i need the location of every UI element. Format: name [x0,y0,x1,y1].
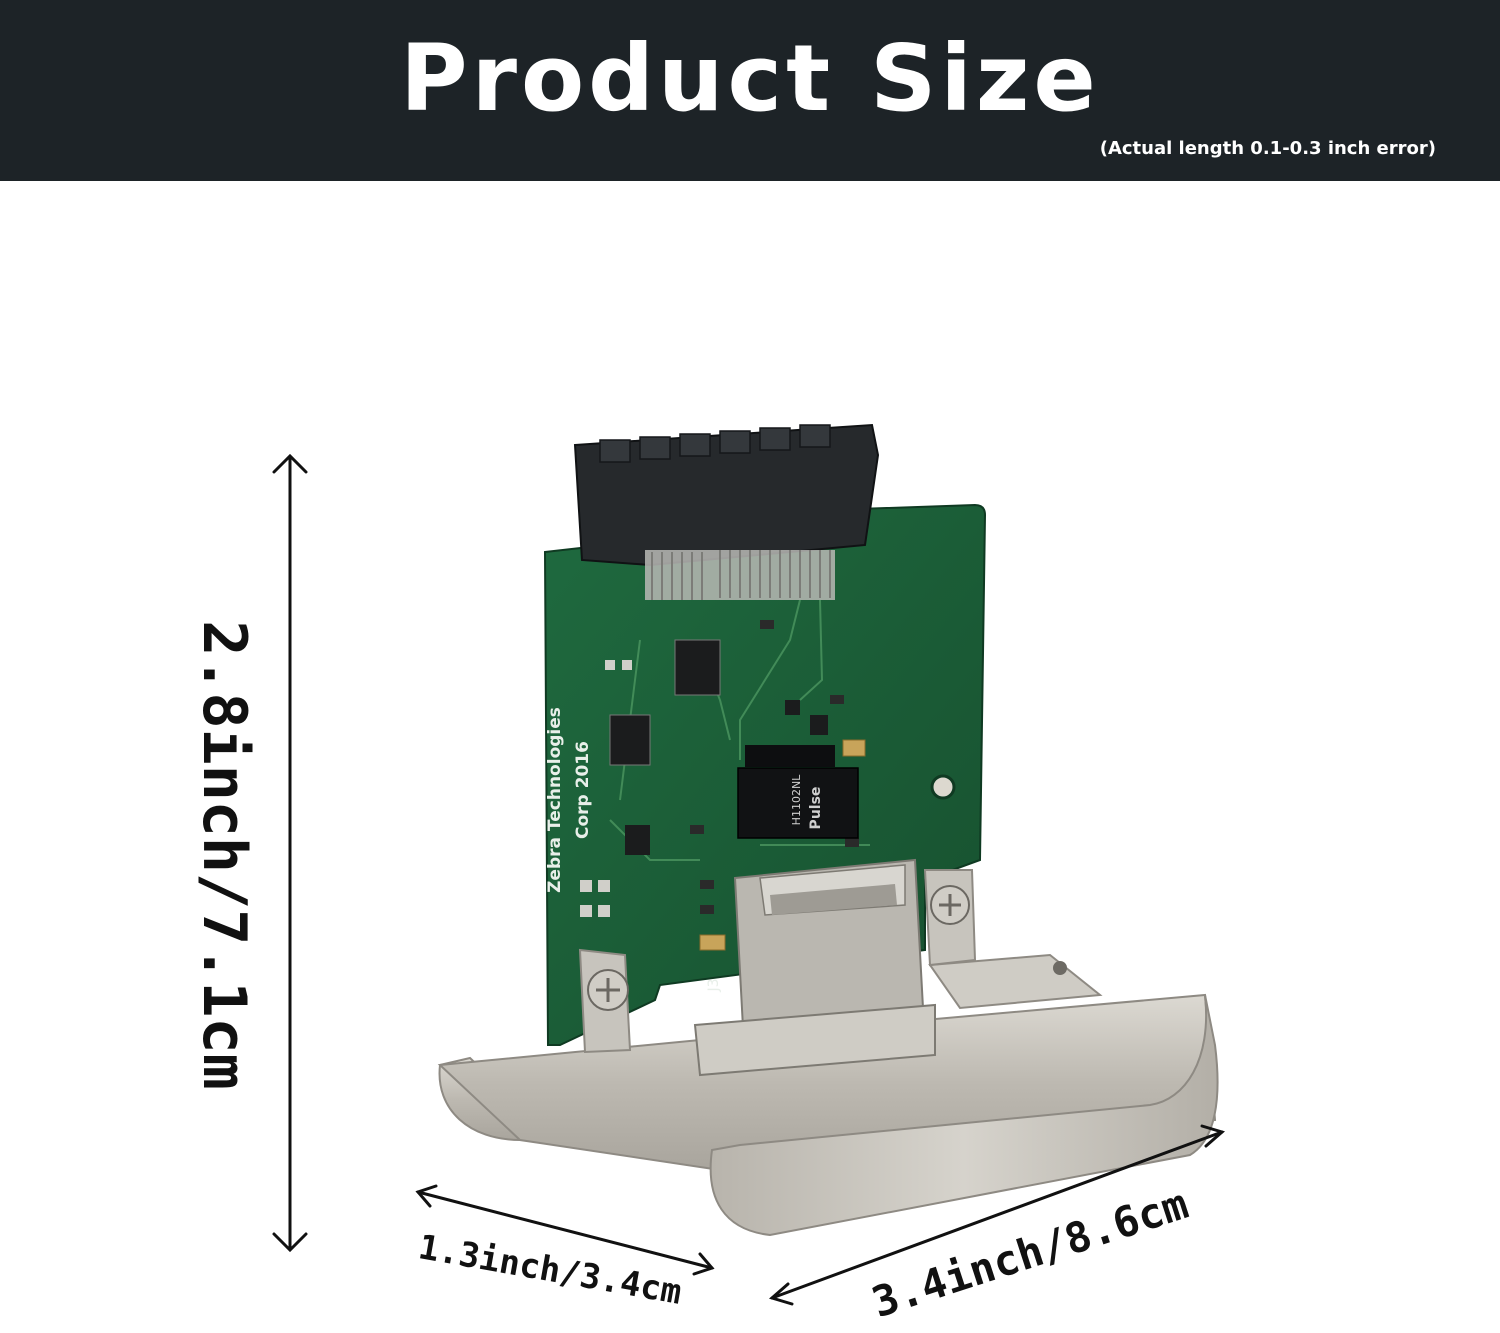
capacitor [699,934,726,951]
header-banner [0,0,1500,181]
ic-chip [785,700,800,715]
resistor [845,838,859,847]
resistor [700,880,714,889]
pcb-mount-hole [930,774,956,800]
maker-silkscreen: Zebra Technologies [545,707,565,893]
ic-chip [810,715,828,735]
width-arrow [768,1124,1226,1306]
maker-year-silkscreen: Corp 2016 [573,741,593,839]
edge-connector [573,423,880,600]
connector-silkscreen: J3 [706,978,722,992]
pulse-transformer: H1102NL Pulse [737,745,859,839]
resistor [830,695,844,704]
page-title: Product Size [400,25,1100,132]
ic-chip [625,825,650,855]
chip-model-text: H1102NL [790,774,803,825]
depth-arrow [415,1184,715,1276]
ic-chip [674,639,721,696]
bracket-front-edge [709,994,1219,1237]
solder-pads [580,660,632,917]
resistor [760,620,774,629]
ic-chip [609,714,651,766]
resistor [690,825,704,834]
resistor [700,905,714,914]
chip-brand-text: Pulse [808,787,824,830]
rj45-jack [693,858,936,1077]
size-error-note: (Actual length 0.1-0.3 inch error) [1099,138,1436,159]
capacitor [842,739,866,757]
height-arrow [272,453,308,1253]
height-dimension-label: 2.8inch/7.1cm [189,620,259,1090]
bracket-hole [1053,961,1067,975]
